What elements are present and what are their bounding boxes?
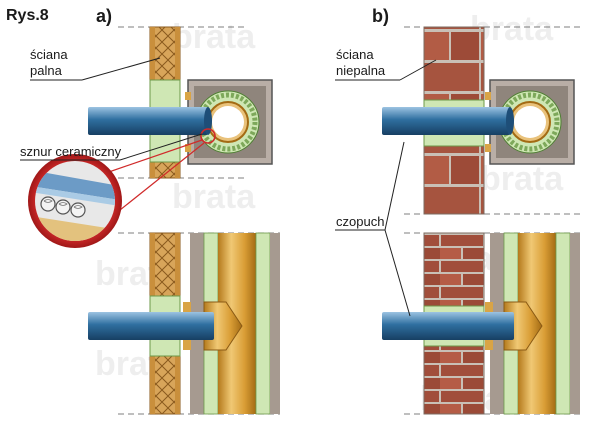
pipe-wall-highlight bbox=[35, 186, 115, 206]
chimney-insulation bbox=[255, 232, 271, 415]
rope-detail-marker bbox=[200, 128, 216, 144]
watermark-logo: brata bbox=[172, 18, 256, 56]
flue-pipe bbox=[382, 107, 510, 135]
fastener bbox=[485, 92, 491, 100]
panel-a-label: a) bbox=[96, 6, 112, 26]
wall-b-label-line2: niepalna bbox=[336, 63, 386, 78]
fastener bbox=[485, 340, 493, 350]
watermark-logo: brata bbox=[172, 178, 256, 216]
fastener bbox=[185, 144, 191, 152]
lens-connector-line bbox=[109, 142, 205, 219]
fastener bbox=[183, 302, 191, 312]
wall-b-label-line1: ściana bbox=[336, 47, 374, 62]
chimney-flue-opening bbox=[212, 106, 244, 138]
chimney-insulation-segments bbox=[198, 92, 258, 152]
flue-pipe bbox=[382, 312, 514, 340]
wall-a-leader bbox=[81, 57, 161, 81]
panel-b-top-section bbox=[382, 26, 582, 215]
chimney-casing bbox=[570, 233, 580, 414]
connector-label: czopuch bbox=[336, 214, 384, 229]
rope-detail-lens bbox=[28, 139, 205, 248]
wall-a-label-line1: ściana bbox=[30, 47, 68, 62]
panel-a-top-section bbox=[88, 26, 273, 179]
panel-a-bottom-section bbox=[88, 232, 280, 415]
chimney-casing bbox=[270, 233, 280, 414]
flue-pipe bbox=[88, 312, 214, 340]
wall-a-label-line2: palna bbox=[30, 63, 63, 78]
fastener bbox=[485, 302, 493, 312]
wall-b-leader bbox=[399, 59, 437, 81]
lens-connector-line bbox=[102, 139, 203, 175]
figure-label: Rys.8 bbox=[6, 7, 49, 24]
leader-lines bbox=[20, 57, 437, 317]
chimney-insulation bbox=[555, 232, 571, 415]
connector-leader-lower bbox=[384, 229, 411, 317]
flue-pipe bbox=[88, 107, 208, 135]
chimney-flue-opening bbox=[514, 106, 546, 138]
fastener bbox=[183, 340, 191, 350]
connector-leader-upper bbox=[384, 141, 405, 231]
flue-pipe-end bbox=[506, 107, 514, 135]
chimney-insulation-segments bbox=[500, 92, 560, 152]
panel-b-label: b) bbox=[372, 6, 389, 26]
rope-label: sznur ceramiczny bbox=[20, 144, 122, 159]
pipe-wall-section bbox=[35, 170, 115, 200]
watermark-logo: brata bbox=[480, 160, 564, 198]
rope-leader bbox=[119, 133, 203, 161]
panel-b-bottom-section bbox=[382, 232, 582, 415]
fastener bbox=[185, 92, 191, 100]
fastener bbox=[485, 144, 491, 152]
flue-pipe-end bbox=[204, 107, 212, 135]
